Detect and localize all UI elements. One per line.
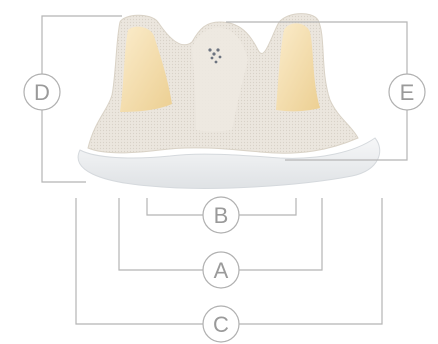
label-a-text: A: [214, 258, 229, 283]
heart-valve-illustration: [78, 14, 380, 189]
label-b-text: B: [214, 203, 229, 228]
label-a: A: [203, 252, 239, 288]
label-d: D: [24, 74, 60, 110]
label-b: B: [203, 197, 239, 233]
label-e-text: E: [400, 80, 415, 105]
label-d-text: D: [34, 80, 50, 105]
label-e: E: [389, 74, 425, 110]
label-c: C: [203, 306, 239, 342]
label-c-text: C: [213, 312, 229, 337]
